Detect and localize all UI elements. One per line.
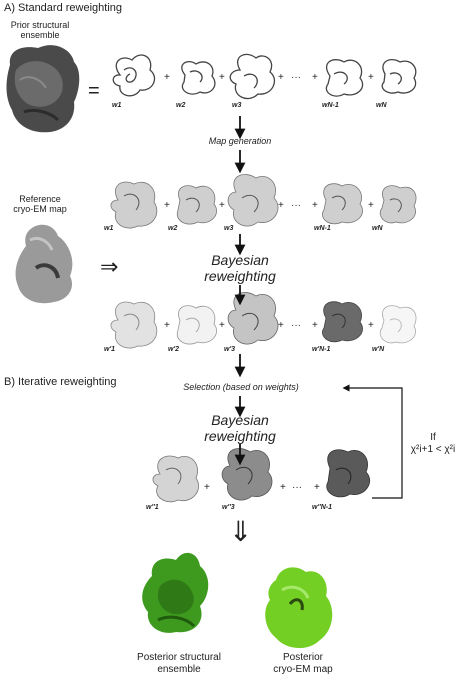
row3-map-5 <box>379 305 417 344</box>
row3-maps <box>110 292 417 349</box>
weight-label: wN <box>372 225 383 232</box>
weight-label: w1 <box>112 102 122 109</box>
ellipsis-operator: ··· <box>291 200 301 211</box>
prior-ensemble-label: Prior structural ensemble <box>10 20 70 41</box>
weight-label: wN-1 <box>322 102 339 109</box>
weight-label: w''1 <box>146 504 159 511</box>
posterior-map-image <box>265 567 333 649</box>
plus-operator: + <box>312 320 318 331</box>
equals-sign: = <box>88 80 100 102</box>
bayesian-reweighting-label-2: Bayesian reweighting <box>204 412 276 445</box>
weight-label: w1 <box>104 225 114 232</box>
weight-label: wN <box>376 102 387 109</box>
row1-structure-4 <box>325 59 364 97</box>
posterior-map-label: Posterior cryo-EM map <box>273 652 333 675</box>
reference-map-image <box>15 224 73 304</box>
row4-maps <box>152 448 371 503</box>
row3-map-4 <box>322 301 363 343</box>
weight-label: w'1 <box>104 346 116 353</box>
plus-operator: + <box>164 320 170 331</box>
ellipsis-operator: ··· <box>291 320 301 331</box>
selection-label: Selection (based on weights) <box>183 382 299 392</box>
section-a-title: A) Standard reweighting <box>4 2 123 14</box>
weight-label: w'2 <box>168 346 180 353</box>
row3-map-3 <box>227 292 279 345</box>
row2-map-2 <box>176 185 217 225</box>
plus-operator: + <box>164 72 170 83</box>
plus-operator: + <box>278 200 284 211</box>
double-down-arrow: ⇓ <box>229 516 253 547</box>
weight-label: w'3 <box>224 346 236 353</box>
row2-map-5 <box>379 185 417 224</box>
reference-map-label: Reference cryo-EM map <box>13 194 67 215</box>
plus-operator: + <box>278 72 284 83</box>
weight-label: w3 <box>232 102 242 109</box>
weight-label: w''3 <box>222 504 235 511</box>
weight-label: w''N-1 <box>312 504 333 511</box>
plus-operator: + <box>278 320 284 331</box>
posterior-ensemble-label: Posterior structural ensemble <box>137 652 221 675</box>
plus-operator: + <box>219 320 225 331</box>
row3-map-2 <box>176 305 217 345</box>
row2-map-1 <box>110 181 158 229</box>
row1-structures <box>112 53 417 100</box>
weight-label: w2 <box>176 102 186 109</box>
plus-operator: + <box>219 200 225 211</box>
plus-operator: + <box>280 482 286 493</box>
plus-operator: + <box>312 72 318 83</box>
plus-operator: + <box>368 320 374 331</box>
row4-map-2 <box>221 448 273 501</box>
row1-structure-3 <box>229 53 275 100</box>
row2-map-3 <box>227 174 279 227</box>
row2-map-4 <box>322 183 363 225</box>
section-b-title: B) Iterative reweighting <box>4 376 117 388</box>
weight-label: w'N <box>372 346 385 353</box>
row1-structure-5 <box>381 59 417 94</box>
map-generation-label: Map generation <box>208 136 272 146</box>
ellipsis-operator: ··· <box>292 482 302 493</box>
row2-maps <box>110 174 417 229</box>
row1-structure-2 <box>181 60 216 95</box>
row4-map-3 <box>326 449 371 498</box>
row1-structure-1 <box>112 54 156 97</box>
plus-operator: + <box>219 72 225 83</box>
row3-map-1 <box>110 301 158 349</box>
weight-label: w'N-1 <box>312 346 331 353</box>
posterior-ensemble-image <box>142 552 209 633</box>
feedback-loop <box>342 384 403 499</box>
plus-operator: + <box>368 72 374 83</box>
weight-label: w2 <box>168 225 178 232</box>
weight-label: w3 <box>224 225 234 232</box>
plus-operator: + <box>312 200 318 211</box>
plus-operator: + <box>314 482 320 493</box>
plus-operator: + <box>204 482 210 493</box>
bayesian-reweighting-label-1: Bayesian reweighting <box>204 252 276 285</box>
prior-ensemble-image <box>6 45 80 133</box>
plus-operator: + <box>368 200 374 211</box>
ellipsis-operator: ··· <box>291 72 301 83</box>
weight-label: wN-1 <box>314 225 331 232</box>
row4-map-1 <box>152 455 199 503</box>
implies-arrow: ⇒ <box>100 254 119 279</box>
plus-operator: + <box>164 200 170 211</box>
convergence-condition-label: If χ²i+1 < χ²i <box>410 432 456 455</box>
